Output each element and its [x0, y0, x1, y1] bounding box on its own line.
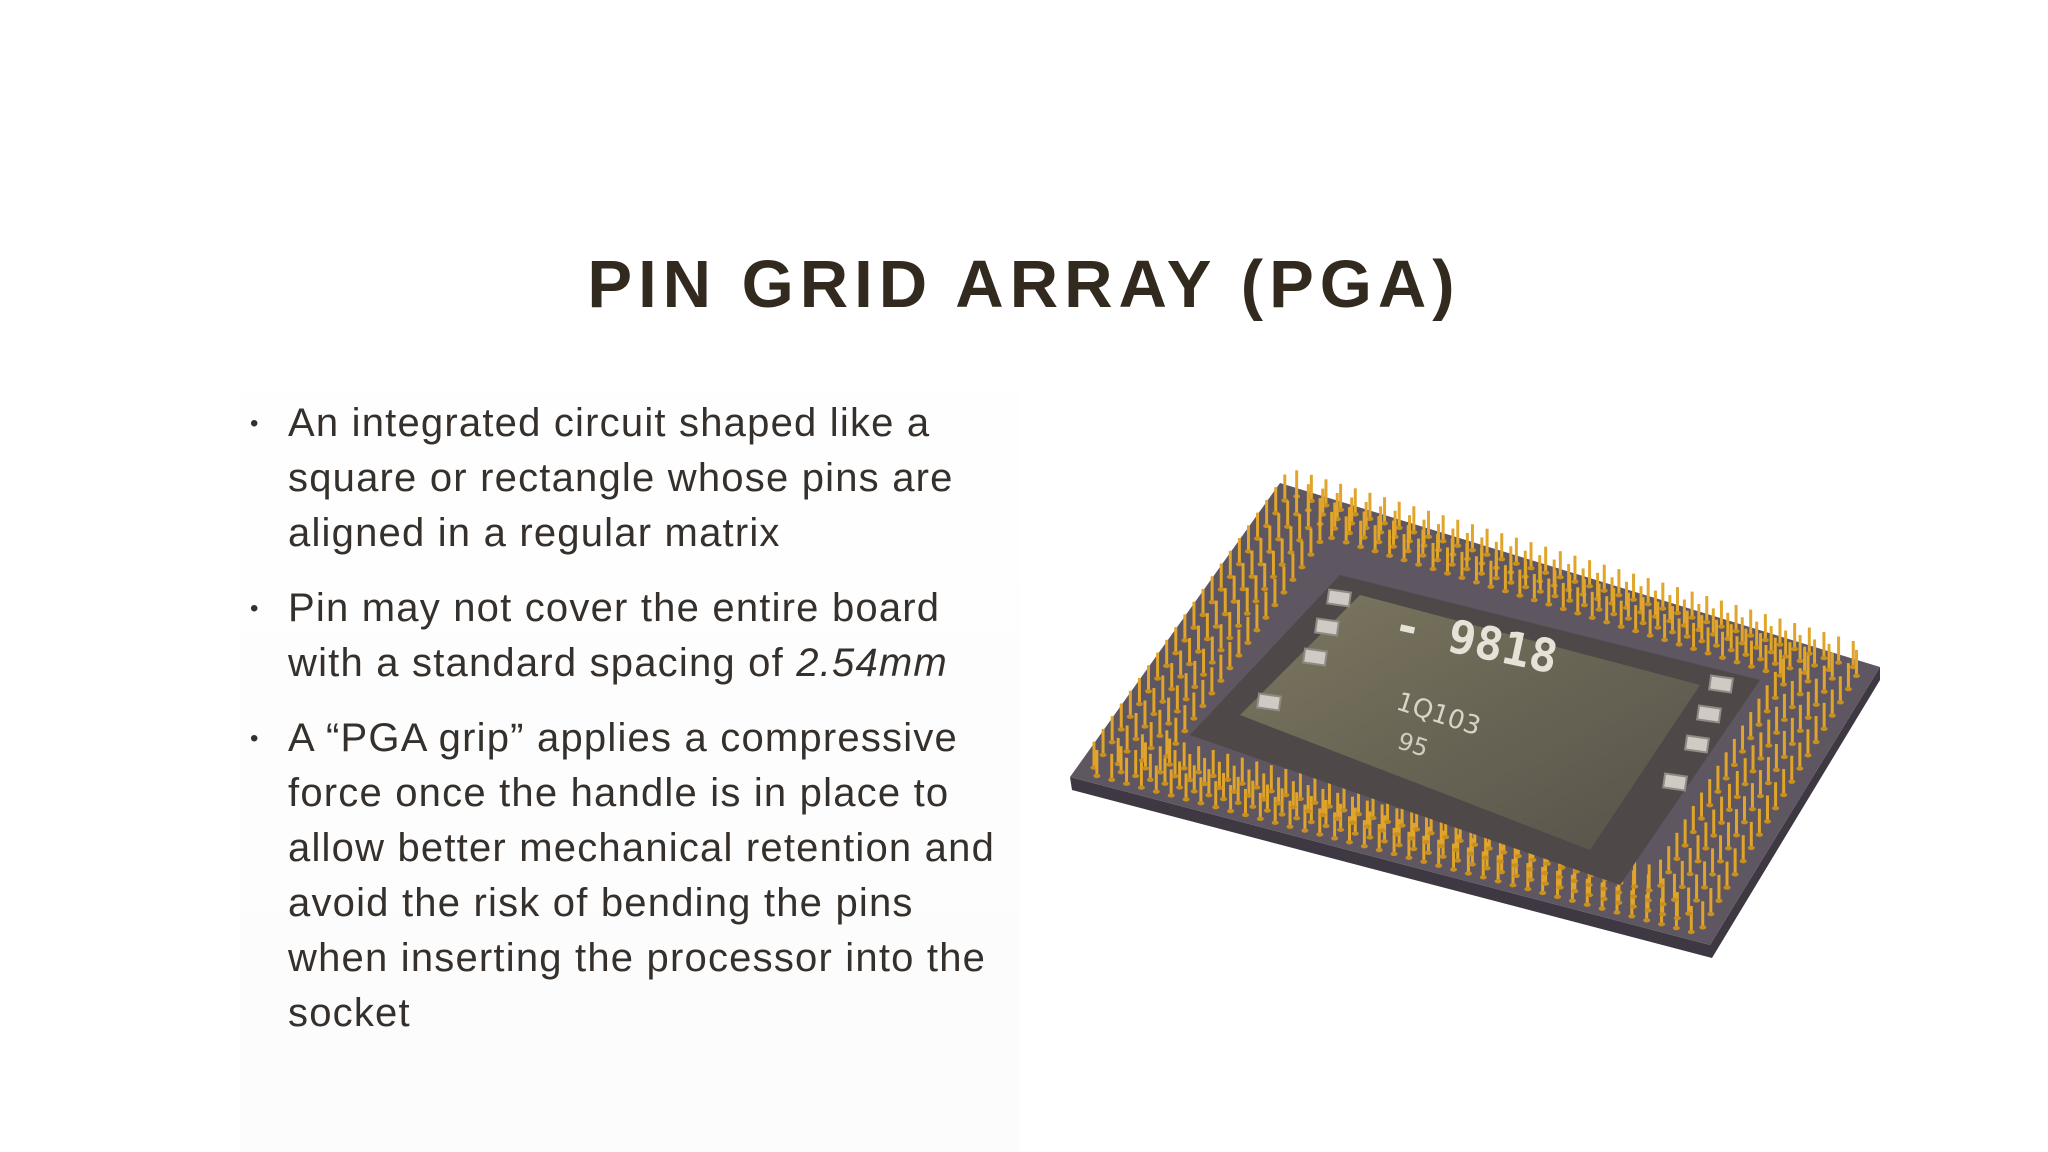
bullet-text: Pin may not cover the entire board with …	[288, 586, 941, 685]
text-panel-background	[240, 390, 1020, 1152]
bullet-icon: •	[250, 725, 260, 752]
bullet-item: • A “PGA grip” applies a compressive for…	[240, 711, 1010, 1041]
bullet-item: • Pin may not cover the entire board wit…	[240, 581, 1010, 691]
bullet-item: • An integrated circuit shaped like a sq…	[240, 396, 1010, 561]
chip-capacitors	[1256, 588, 1734, 792]
bullet-list: • An integrated circuit shaped like a sq…	[240, 396, 1010, 1061]
slide-title: PIN GRID ARRAY (PGA)	[587, 247, 1461, 322]
pga-chip-image: - 9818 1Q103 95	[1070, 470, 1880, 958]
bullet-text: An integrated circuit shaped like a squa…	[288, 401, 954, 555]
chip-die	[1240, 595, 1700, 850]
chip-pins	[1090, 470, 1861, 935]
bullet-icon: •	[250, 595, 260, 622]
bullet-icon: •	[250, 410, 260, 437]
bullet-italic-text: 2.54mm	[796, 641, 948, 685]
bullet-text: A “PGA grip” applies a compressive force…	[288, 716, 996, 1035]
